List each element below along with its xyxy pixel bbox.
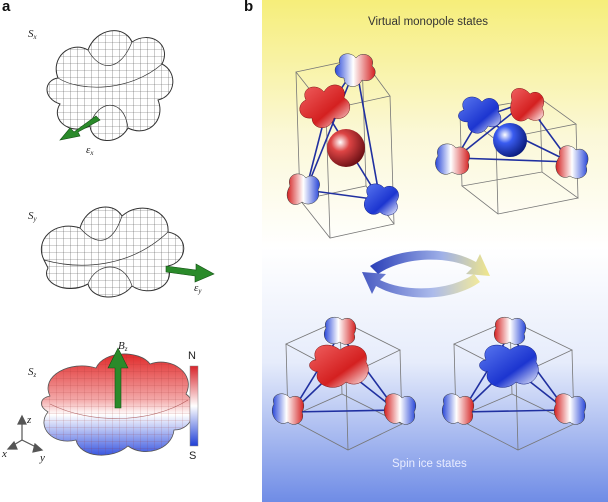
top-right-structure (435, 88, 589, 215)
swap-arrows (362, 250, 490, 298)
bz-label: Bz (118, 340, 128, 353)
axis-y-label: y (40, 452, 45, 464)
ey-arrow (165, 263, 215, 283)
top-left-structure (286, 53, 399, 239)
sx-mesh-shape (46, 30, 174, 141)
bottom-left-structure (272, 317, 417, 451)
coordinate-axes (6, 414, 44, 453)
sz-label: Sz (28, 366, 37, 379)
sx-label: Sx (28, 28, 37, 41)
panel-b-letter: b (244, 0, 254, 15)
panel-a-letter: a (2, 0, 11, 15)
bz-arrow (107, 347, 129, 409)
ey-label: εy (194, 282, 202, 295)
bottom-right-structure (442, 317, 587, 451)
scale-s-label: S (189, 450, 197, 462)
bottom-title: Spin ice states (392, 458, 467, 470)
top-title: Virtual monopole states (368, 16, 488, 28)
axis-x-label: x (2, 448, 7, 460)
axis-z-label: z (27, 414, 32, 426)
sy-label: Sy (28, 210, 37, 223)
ex-arrow (59, 115, 101, 141)
scale-n-label: N (188, 350, 196, 362)
sy-mesh-shape (41, 206, 185, 298)
ns-color-scale (189, 365, 199, 447)
ex-label: εx (86, 144, 94, 157)
